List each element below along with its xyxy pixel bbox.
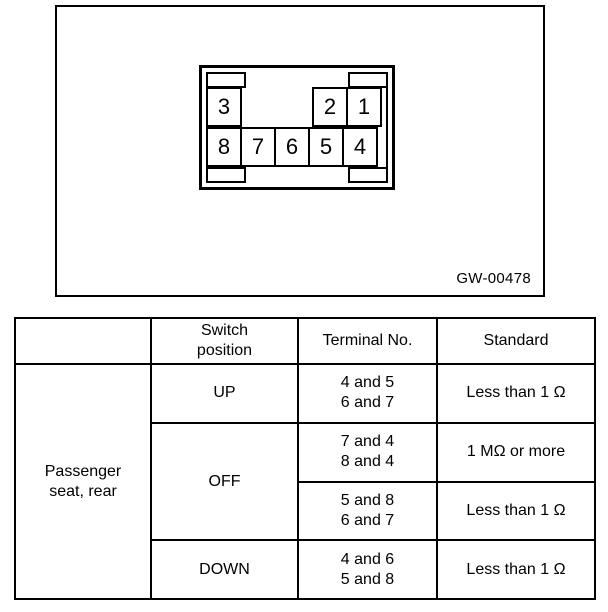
terminal-pin-4: 4 [342, 127, 378, 167]
table-header-row: Switch position Terminal No. Standard [14, 317, 596, 365]
terminal-pin-6: 6 [274, 127, 310, 167]
cell-standard-up: Less than 1 Ω [436, 363, 596, 424]
cell-terminal-no-off-closed: 5 and 8 6 and 7 [297, 480, 438, 542]
cell-terminal-no-off-open: 7 and 4 8 and 4 [297, 421, 438, 483]
header-terminal-no: Terminal No. [297, 317, 438, 365]
terminal-pin-8: 8 [206, 127, 242, 167]
connector-notch-bottom-right [348, 167, 388, 183]
diagram-reference-id: GW-00478 [456, 270, 531, 287]
terminal-gap [240, 87, 314, 127]
header-switch-position: Switch position [150, 317, 299, 365]
terminal-pin-7: 7 [240, 127, 276, 167]
connector-illustration: 3 2 1 8 7 6 5 4 [199, 65, 395, 190]
terminal-pin-2: 2 [312, 87, 348, 127]
connector-diagram-panel: 3 2 1 8 7 6 5 4 GW-00478 [55, 5, 545, 297]
connector-notch-bottom-left [206, 167, 246, 183]
connector-shell-outline [199, 65, 395, 190]
table-row: Passenger seat, rear UP 4 and 5 6 and 7 … [14, 363, 596, 600]
cell-terminal-no-up: 4 and 5 6 and 7 [297, 363, 438, 424]
cell-standard-off-open: 1 MΩ or more [436, 421, 596, 483]
table-row: DOWN 4 and 6 5 and 8 Less than 1 Ω [15, 539, 596, 600]
cell-switch-position-up: UP [150, 363, 299, 424]
cell-terminal-no-down: 4 and 6 5 and 8 [297, 539, 438, 600]
terminal-pin-5: 5 [308, 127, 344, 167]
cell-switch-position-down: DOWN [150, 539, 299, 600]
cell-standard-off-closed: Less than 1 Ω [436, 480, 596, 542]
terminal-pin-1: 1 [346, 87, 382, 127]
cell-standard-down: Less than 1 Ω [436, 539, 596, 600]
cell-component-label: Passenger seat, rear [14, 363, 152, 600]
terminal-row-top: 3 2 1 [206, 87, 388, 127]
terminal-row-bottom: 8 7 6 5 4 [206, 127, 388, 167]
cell-switch-position-off: OFF [150, 421, 299, 542]
terminal-grid: 3 2 1 8 7 6 5 4 [206, 87, 388, 168]
connector-notch-top-right [348, 72, 388, 88]
table-row: OFF 7 and 4 8 and 4 1 MΩ or more [15, 421, 596, 542]
table-row: 5 and 8 6 and 7 Less than 1 Ω [15, 480, 596, 542]
connector-notch-top-left [206, 72, 246, 88]
continuity-spec-table: Switch position Terminal No. Standard Pa… [14, 317, 596, 600]
terminal-pin-3: 3 [206, 87, 242, 127]
header-standard: Standard [436, 317, 596, 365]
header-component [14, 317, 152, 365]
